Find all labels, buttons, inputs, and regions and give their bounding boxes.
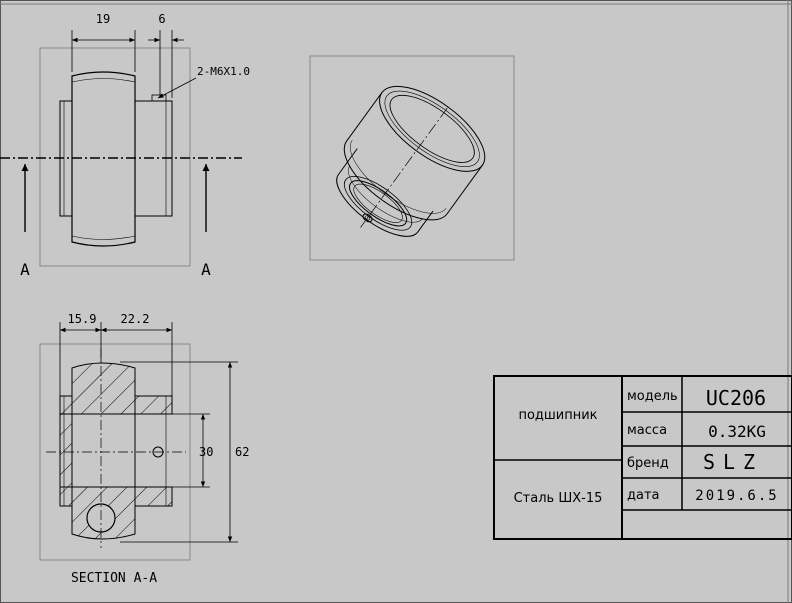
view-frame: [39, 343, 191, 561]
part-name: подшипник: [518, 408, 597, 423]
mass-value: 0.32KG: [708, 422, 766, 441]
section-view: 15.9 22.2 30 62 SECTION A-A: [39, 312, 249, 586]
date-label: дата: [627, 488, 660, 503]
section-mark-right: A: [201, 260, 211, 279]
dimension-collar-label: 6: [158, 12, 165, 26]
inner-ring-section: [59, 395, 73, 507]
front-view: 19 6 2-M6X1.0 A A: [0, 12, 250, 279]
collar-section-top: [134, 395, 173, 415]
thread-note: 2-M6X1.0: [197, 65, 250, 78]
brand-value: SLZ: [703, 450, 763, 474]
view-frame: [39, 47, 191, 267]
set-screw: [151, 94, 167, 102]
dimension-a-label: 15.9: [68, 312, 97, 326]
model-label: модель: [627, 389, 678, 404]
outer-ring-section-top: [71, 362, 136, 415]
brand-label: бренд: [627, 456, 669, 471]
model-value: UC206: [706, 386, 766, 410]
view-frame: [309, 55, 515, 261]
title-block: подшипник Сталь ШХ-15 модель масса бренд…: [493, 375, 792, 540]
dimension-bore-label: 30: [199, 445, 213, 459]
collar-section-bottom: [134, 486, 173, 507]
section-caption: SECTION A-A: [71, 571, 157, 586]
date-value: 2019.6.5: [695, 488, 778, 504]
dimension-width-label: 19: [96, 12, 110, 26]
section-mark-left: A: [20, 260, 30, 279]
isometric-view: [309, 55, 515, 261]
outer-ring: [71, 71, 136, 247]
dimension-b-label: 22.2: [121, 312, 150, 326]
mass-label: масса: [627, 423, 667, 438]
dimension-outer-label: 62: [235, 445, 249, 459]
material: Сталь ШХ-15: [514, 491, 603, 506]
